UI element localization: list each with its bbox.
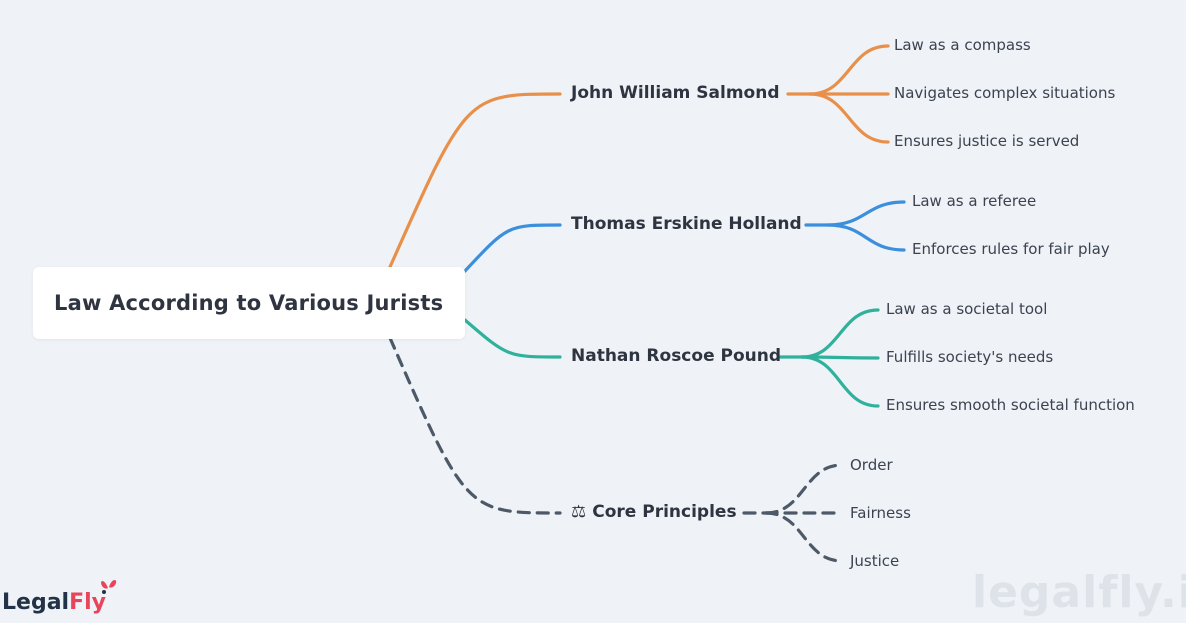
leaf-node[interactable]: Law as a societal tool [886, 300, 1048, 318]
root-to-branch-connector [388, 336, 562, 515]
branch-to-leaf-connector [808, 44, 890, 96]
branch-to-leaf-connector [808, 92, 890, 144]
branch-node-core-principles[interactable]: ⚖Core Principles [571, 502, 737, 522]
branch-to-leaf-connector [826, 200, 906, 227]
branch-label: Thomas Erskine Holland [571, 214, 802, 234]
branch-to-leaf-connector [764, 463, 844, 515]
leaf-node[interactable]: Justice [850, 552, 900, 570]
leaf-node[interactable]: Ensures justice is served [894, 132, 1080, 150]
branch-to-leaf-connector [800, 308, 880, 359]
root-to-branch-connector [463, 223, 562, 273]
branch-to-leaf-connector [764, 511, 844, 563]
butterfly-icon [101, 580, 117, 594]
root-node[interactable]: Law According to Various Jurists [33, 267, 465, 339]
watermark: legalfly.in [972, 567, 1186, 618]
logo-text-accent: Fly [69, 590, 106, 615]
branch-node-holland[interactable]: Thomas Erskine Holland [571, 214, 802, 234]
branch-to-leaf-connector [826, 223, 906, 252]
leaf-node[interactable]: Order [850, 456, 893, 474]
root-to-branch-connector [463, 318, 562, 359]
leaf-node[interactable]: Fulfills society's needs [886, 348, 1054, 366]
root-to-branch-connector [388, 92, 562, 269]
leaf-node[interactable]: Navigates complex situations [894, 84, 1116, 102]
branch-label: John William Salmond [571, 83, 780, 103]
leaf-node[interactable]: Law as a referee [912, 192, 1037, 210]
branch-to-leaf-connector [800, 355, 880, 408]
branch-node-pound[interactable]: Nathan Roscoe Pound [571, 346, 781, 366]
leaf-node[interactable]: Law as a compass [894, 36, 1031, 54]
branch-label: Nathan Roscoe Pound [571, 346, 782, 366]
leaf-node[interactable]: Enforces rules for fair play [912, 240, 1110, 258]
balance-scale-icon: ⚖ [571, 502, 587, 522]
leaf-node[interactable]: Ensures smooth societal function [886, 396, 1135, 414]
branch-node-salmond[interactable]: John William Salmond [571, 83, 780, 103]
root-node-label: Law According to Various Jurists [54, 291, 444, 315]
leaf-node[interactable]: Fairness [850, 504, 911, 522]
branch-label: Core Principles [592, 502, 737, 522]
legalfly-logo: LegalFly [2, 580, 117, 615]
logo-text-main: Legal [2, 590, 70, 615]
